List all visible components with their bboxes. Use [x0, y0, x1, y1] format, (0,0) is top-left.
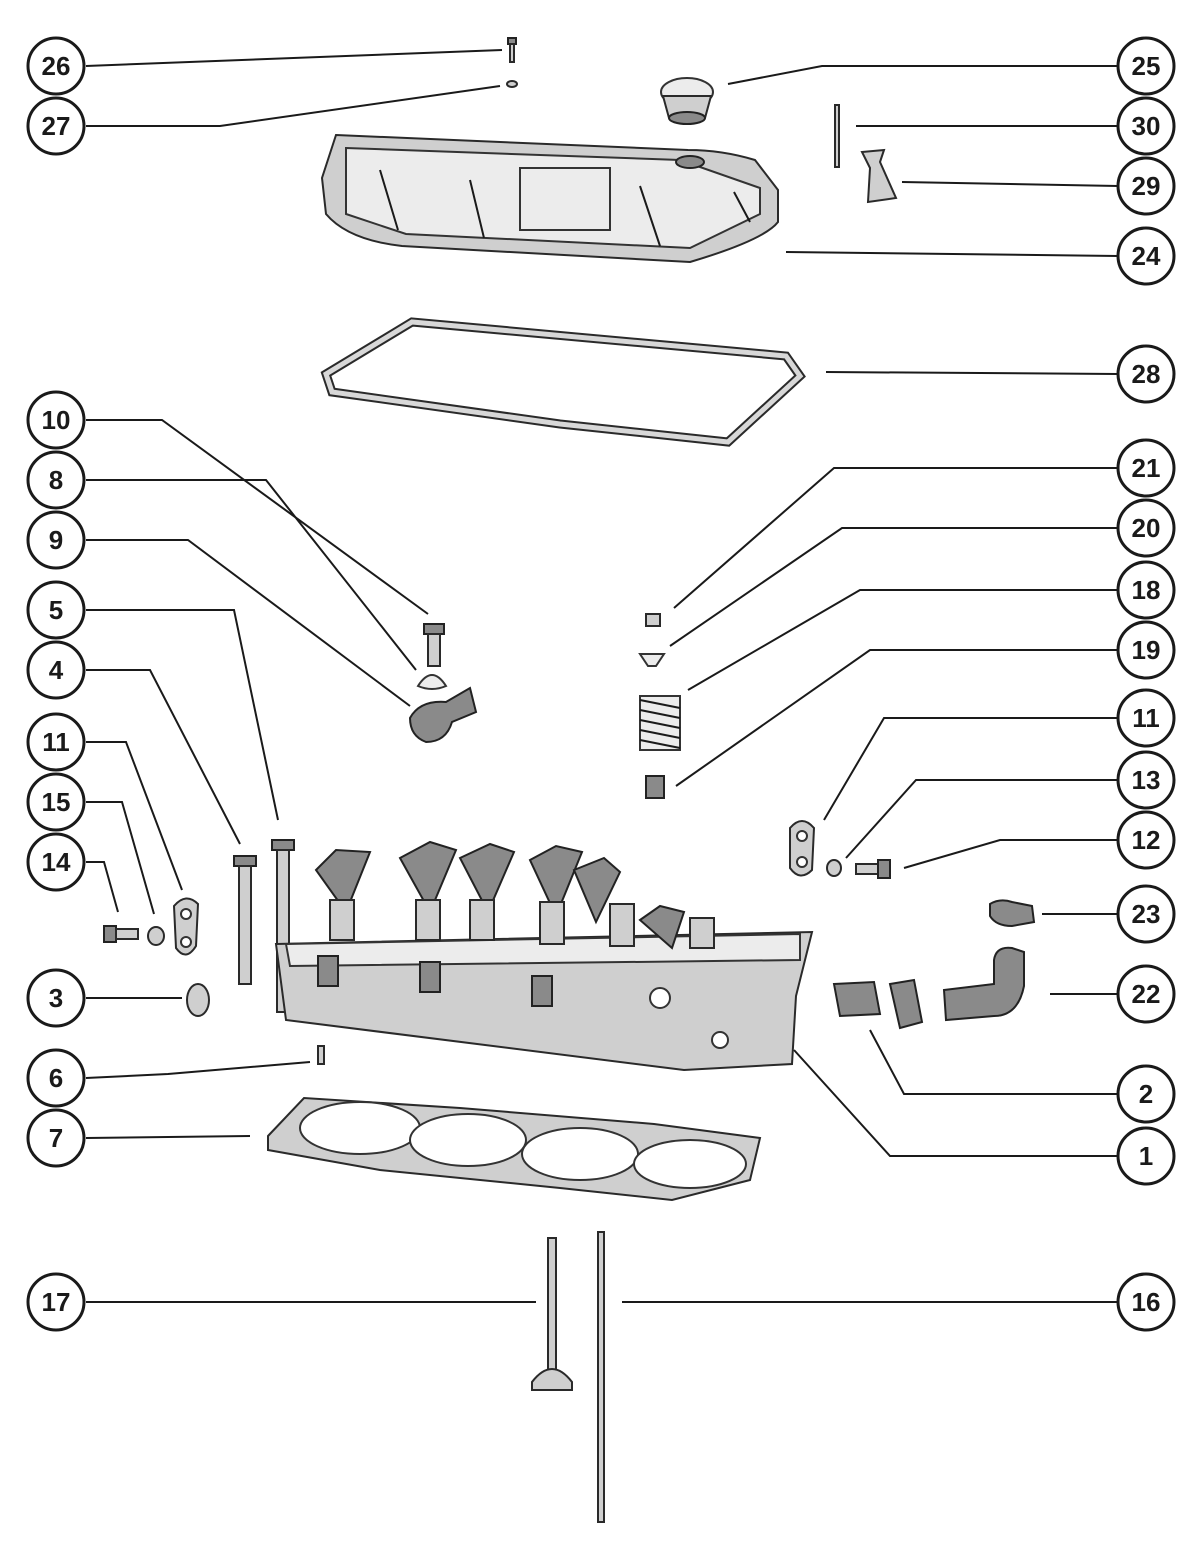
svg-text:3: 3 [49, 983, 63, 1013]
filler-cap-part-25 [660, 77, 714, 125]
callout-3: 3 [26, 968, 86, 1028]
callout-23: 23 [1116, 884, 1176, 944]
svg-text:17: 17 [42, 1287, 71, 1317]
breather-tube-part-30 [834, 104, 840, 168]
pivot-ball-part-8 [416, 674, 448, 690]
washer-part-15 [147, 926, 165, 946]
callout-30: 30 [1116, 96, 1176, 156]
valve-part-17 [531, 1237, 573, 1391]
valve-seal-part-19 [645, 775, 665, 799]
screw-part-26 [507, 37, 517, 63]
callout-15: 15 [26, 772, 86, 832]
callout-7: 7 [26, 1108, 86, 1168]
svg-text:18: 18 [1132, 575, 1161, 605]
sleeve-part-2 [832, 978, 924, 1030]
svg-text:16: 16 [1132, 1287, 1161, 1317]
rocker-arm-part-9 [408, 686, 478, 744]
svg-text:2: 2 [1139, 1079, 1153, 1109]
callout-14: 14 [26, 832, 86, 892]
washer-part-27 [506, 80, 518, 88]
svg-text:4: 4 [49, 655, 64, 685]
callout-2: 2 [1116, 1064, 1176, 1124]
valve-retainer-part-20 [638, 653, 666, 667]
elbow-hose-part-22 [942, 946, 1025, 1022]
svg-text:7: 7 [49, 1123, 63, 1153]
svg-text:22: 22 [1132, 979, 1161, 1009]
callout-27: 27 [26, 96, 86, 156]
svg-text:11: 11 [1132, 703, 1160, 733]
callout-5: 5 [26, 580, 86, 640]
svg-text:13: 13 [1132, 765, 1161, 795]
svg-text:25: 25 [1132, 51, 1161, 81]
bolt-part-12 [855, 859, 891, 879]
svg-text:15: 15 [42, 787, 71, 817]
svg-text:8: 8 [49, 465, 63, 495]
svg-text:23: 23 [1132, 899, 1161, 929]
callout-24: 24 [1116, 226, 1176, 286]
svg-text:26: 26 [42, 51, 71, 81]
valve-cover-part-24 [320, 133, 779, 264]
svg-text:14: 14 [42, 847, 71, 877]
callout-4: 4 [26, 640, 86, 700]
callout-25: 25 [1116, 36, 1176, 96]
callout-28: 28 [1116, 344, 1176, 404]
callout-16: 16 [1116, 1272, 1176, 1332]
callout-17: 17 [26, 1272, 86, 1332]
callout-10: 10 [26, 390, 86, 450]
callout-29: 29 [1116, 156, 1176, 216]
callout-11-right: 11 [1116, 688, 1176, 748]
callout-8: 8 [26, 450, 86, 510]
svg-text:30: 30 [1132, 111, 1161, 141]
callout-1: 1 [1116, 1126, 1176, 1186]
svg-text:6: 6 [49, 1063, 63, 1093]
callout-18: 18 [1116, 560, 1176, 620]
freeze-plug-part-3 [186, 983, 210, 1017]
svg-text:24: 24 [1132, 241, 1161, 271]
head-bolt-part-4 [233, 855, 257, 985]
leader-lines [85, 49, 1119, 1303]
callout-20: 20 [1116, 498, 1176, 558]
callout-6: 6 [26, 1048, 86, 1108]
dowel-pin-part-6 [317, 1045, 325, 1065]
svg-text:1: 1 [1139, 1141, 1153, 1171]
svg-text:27: 27 [42, 111, 71, 141]
callout-11-left: 11 [26, 712, 86, 772]
svg-text:12: 12 [1132, 825, 1161, 855]
bolt-part-14 [103, 925, 139, 943]
svg-text:28: 28 [1132, 359, 1161, 389]
callout-21: 21 [1116, 438, 1176, 498]
washer-part-13 [826, 859, 842, 877]
hose-clamp-part-23 [989, 899, 1036, 928]
valve-cover-gasket-part-28 [320, 317, 806, 447]
svg-text:20: 20 [1132, 513, 1161, 543]
svg-text:29: 29 [1132, 171, 1161, 201]
rocker-stud-part-10 [423, 623, 445, 667]
svg-text:5: 5 [49, 595, 63, 625]
head-gasket-part-7 [267, 1096, 762, 1202]
grommet-part-29 [860, 148, 898, 204]
svg-text:21: 21 [1132, 453, 1161, 483]
valve-keeper-part-21 [645, 613, 661, 627]
callout-22: 22 [1116, 964, 1176, 1024]
callout-12: 12 [1116, 810, 1176, 870]
cylinder-head-part-1 [274, 840, 814, 1072]
svg-text:11: 11 [42, 727, 70, 757]
bracket-part-11-right [789, 820, 816, 877]
push-rod-part-16 [597, 1231, 605, 1523]
callout-19: 19 [1116, 620, 1176, 680]
svg-text:10: 10 [42, 405, 71, 435]
bracket-part-11-left [172, 897, 200, 956]
svg-text:19: 19 [1132, 635, 1161, 665]
svg-text:9: 9 [49, 525, 63, 555]
callout-9: 9 [26, 510, 86, 570]
valve-spring-part-18 [639, 695, 681, 751]
callout-26: 26 [26, 36, 86, 96]
callout-13: 13 [1116, 750, 1176, 810]
